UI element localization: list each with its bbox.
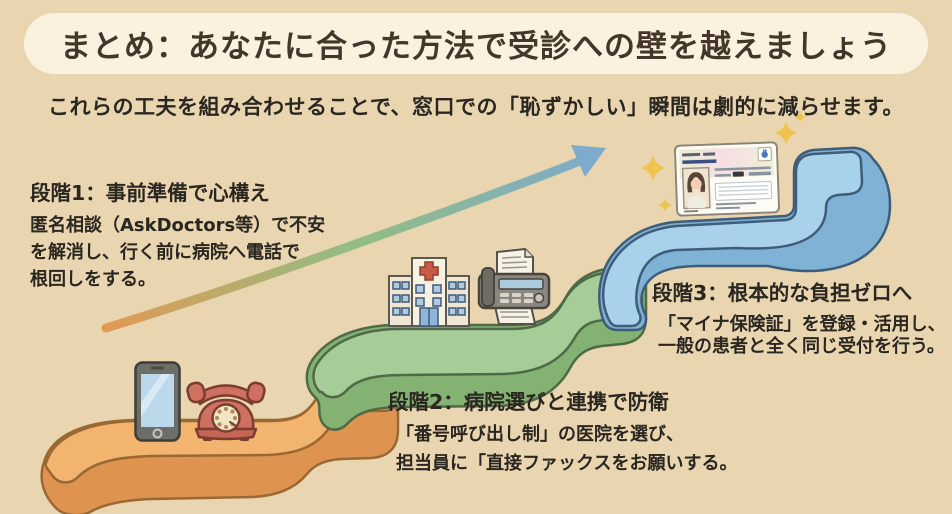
- stage-2-title: 段階2：病院選びと連携で防衛: [388, 390, 669, 414]
- stage-2-body: 「番号呼び出し制」の医院を選び、 担当員に「直接ファックスをお願いする。: [396, 424, 738, 474]
- subtitle: これらの工夫を組み合わせることで、窓口での「恥ずかしい」瞬間は劇的に減らせます。: [47, 95, 904, 119]
- stage-1-text-block: 段階1：事前準備で心構え 匿名相談（AskDoctors等）で不安 を解消し、行…: [30, 176, 325, 293]
- stage-3-body: 「マイナ保険証」を登録・活用し、 一般の患者と全く同じ受付を行う。: [658, 314, 946, 357]
- page-title: まとめ：あなたに合った方法で受診への壁を越えましょう: [60, 29, 892, 65]
- fax-icon: [477, 248, 551, 325]
- sparkle-icons: [640, 111, 806, 212]
- hospital-icon: [388, 257, 470, 327]
- progress-arrow-icon: [101, 145, 606, 333]
- stage-1-title: 段階1：事前準備で心構え: [30, 181, 270, 205]
- title-banner: まとめ：あなたに合った方法で受診への壁を越えましょう: [24, 13, 928, 74]
- stage-2-text-block: 段階2：病院選びと連携で防衛 「番号呼び出し制」の医院を選び、 担当員に「直接フ…: [388, 385, 737, 478]
- stage-3-text-block: 段階3：根本的な負担ゼロへ 「マイナ保険証」を登録・活用し、 一般の患者と全く同…: [652, 276, 946, 357]
- step-ribbon-stage3: [598, 146, 892, 332]
- stage-1-body: 匿名相談（AskDoctors等）で不安 を解消し、行く前に病院へ電話で 根回し…: [30, 215, 326, 290]
- smartphone-icon: [134, 361, 181, 442]
- rotary-phone-icon: [186, 381, 266, 441]
- myna-insurance-card-icon: [673, 141, 781, 217]
- stage-3-title: 段階3：根本的な負担ゼロへ: [652, 281, 913, 305]
